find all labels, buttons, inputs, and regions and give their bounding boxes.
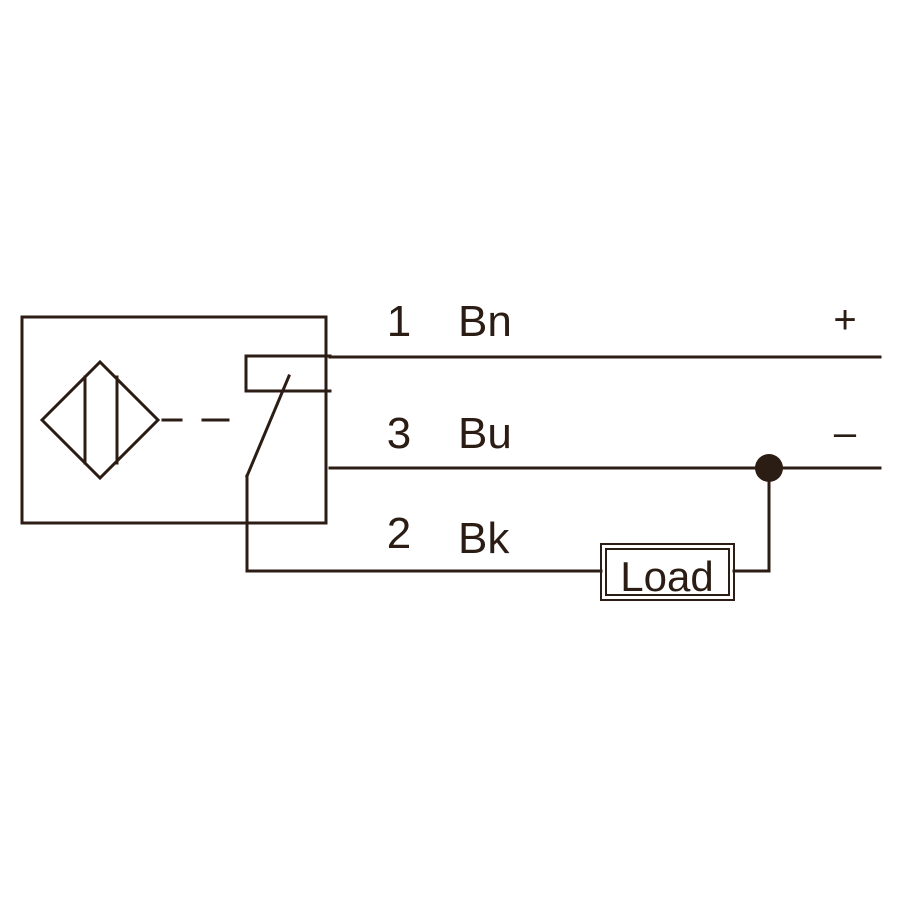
load-label: Load — [620, 553, 713, 600]
wire-1-pin: 1 — [387, 297, 411, 346]
load-box: Load — [600, 543, 735, 601]
normally-open-switch-icon — [244, 354, 332, 478]
wire-2-color: Bk — [458, 514, 510, 563]
wire-3-color: Bu — [458, 409, 512, 458]
wire-1-polarity: + — [833, 298, 856, 342]
wire-3-polarity: – — [834, 411, 857, 455]
proximity-sensor-icon — [39, 359, 161, 481]
wire-black — [245, 474, 603, 573]
wire-2-pin: 2 — [387, 509, 411, 558]
load-return-wire — [732, 466, 771, 573]
wire-1-color: Bn — [458, 297, 512, 346]
junction-dot-icon — [755, 454, 783, 482]
wire-3-pin: 3 — [387, 409, 411, 458]
sensor-housing — [20, 315, 328, 525]
